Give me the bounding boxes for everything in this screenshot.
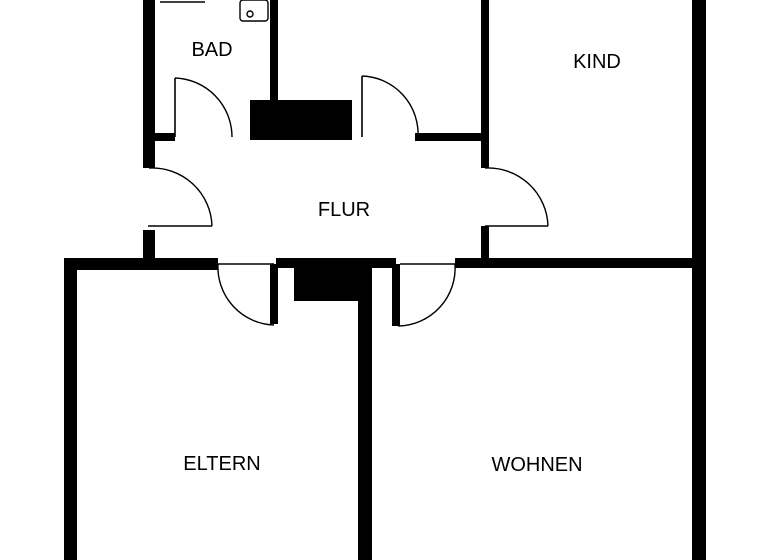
label-flur: FLUR [318, 199, 370, 221]
wall-kind-bottom [487, 258, 706, 268]
washbasin-drain [246, 10, 254, 18]
walls [64, 0, 706, 560]
label-wohnen: WOHNEN [491, 454, 582, 476]
wall-eltern-left [64, 258, 77, 560]
wall-flur-bottom-left [276, 258, 396, 268]
door-eltern [217, 263, 275, 326]
wall-eltern-top [64, 258, 218, 270]
wall-flur-bottom-right [455, 258, 495, 268]
wall-eltern-door-jamb [270, 264, 278, 324]
door-kind [484, 167, 549, 227]
wall-kind-lower-stub [481, 226, 489, 266]
wall-kind-left [481, 0, 489, 168]
wall-bad-left [143, 0, 155, 168]
wall-eltern-wohnen [358, 264, 372, 560]
wall-upper-mid-bottom [415, 133, 485, 141]
label-kind: KIND [573, 51, 621, 73]
door-upper-middle [361, 75, 419, 138]
washbasin [239, 0, 269, 22]
bathroom-fixtures [160, 0, 269, 22]
door-entrance [148, 167, 213, 227]
wall-wohnen-door-jamb [392, 264, 400, 326]
wall-exterior-right [692, 0, 706, 560]
label-bad: BAD [191, 39, 232, 61]
chimney-upper [250, 100, 352, 140]
door-wohnen [397, 263, 456, 327]
doors [148, 75, 549, 327]
room-labels: BAD KIND FLUR ELTERN WOHNEN [183, 39, 621, 476]
wall-bad-bottom [155, 133, 175, 141]
chimney-lower [294, 264, 364, 301]
label-eltern: ELTERN [183, 453, 260, 475]
wall-bad-right [270, 0, 278, 104]
door-bad [174, 77, 233, 138]
